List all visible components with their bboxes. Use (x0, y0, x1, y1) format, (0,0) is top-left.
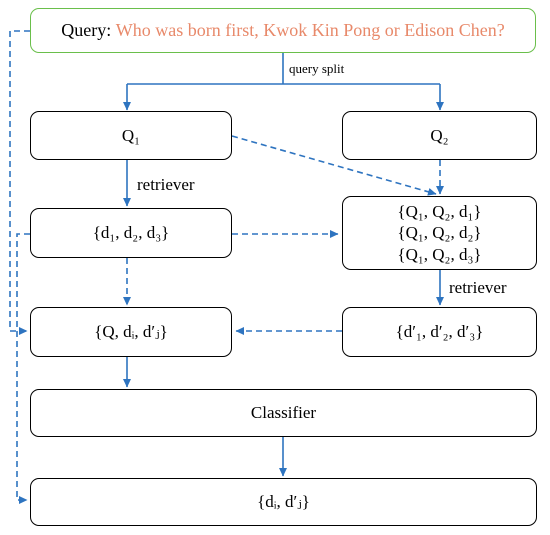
dashed-arrow-docs-to-final (16, 233, 30, 504)
qpair-item: {Q₁, Q₂, d₂} (397, 223, 482, 243)
docs-right-box: {d′₁, d′₂, d′₃} (342, 307, 537, 357)
qpairs-list: {Q₁, Q₂, d₁} {Q₁, Q₂, d₂} {Q₁, Q₂, d₃} (397, 201, 481, 265)
dashed-arrow-query-to-combined (9, 30, 30, 335)
classifier-label: Classifier (250, 403, 317, 423)
q2-label: Q₂ (430, 125, 449, 145)
qpair-item: {Q₁, Q₂, d₃} (397, 244, 482, 264)
combined-label: {Q, dᵢ, d′ⱼ} (94, 322, 168, 342)
dashed-arrow-q1-to-qpairs (231, 135, 437, 196)
qpairs-box: {Q₁, Q₂, d₁} {Q₁, Q₂, d₂} {Q₁, Q₂, d₃} (342, 196, 537, 270)
qpair-item: {Q₁, Q₂, d₁} (397, 202, 482, 222)
query-text: Who was born first, Kwok Kin Pong or Edi… (115, 20, 505, 41)
query-box: Query: Who was born first, Kwok Kin Pong… (30, 8, 536, 53)
query-prefix: Query: (61, 20, 112, 41)
query-split-label: query split (289, 61, 345, 76)
retriever-right-label: retriever (449, 278, 507, 297)
final-box: {dᵢ, d′ⱼ} (30, 478, 537, 526)
docs-left-box: {d₁, d₂, d₃} (30, 208, 232, 258)
docs-right-label: {d′₁, d′₂, d′₃} (395, 322, 484, 342)
q1-label: Q₁ (121, 125, 141, 145)
q2-box: Q₂ (342, 111, 537, 160)
query-split-connector (127, 53, 440, 85)
docs-left-label: {d₁, d₂, d₃} (92, 223, 170, 243)
q1-box: Q₁ (30, 111, 232, 160)
classifier-box: Classifier (30, 389, 537, 437)
retriever-left-label: retriever (137, 175, 195, 194)
combined-box: {Q, dᵢ, d′ⱼ} (30, 307, 232, 357)
final-label: {dᵢ, d′ⱼ} (257, 492, 310, 512)
